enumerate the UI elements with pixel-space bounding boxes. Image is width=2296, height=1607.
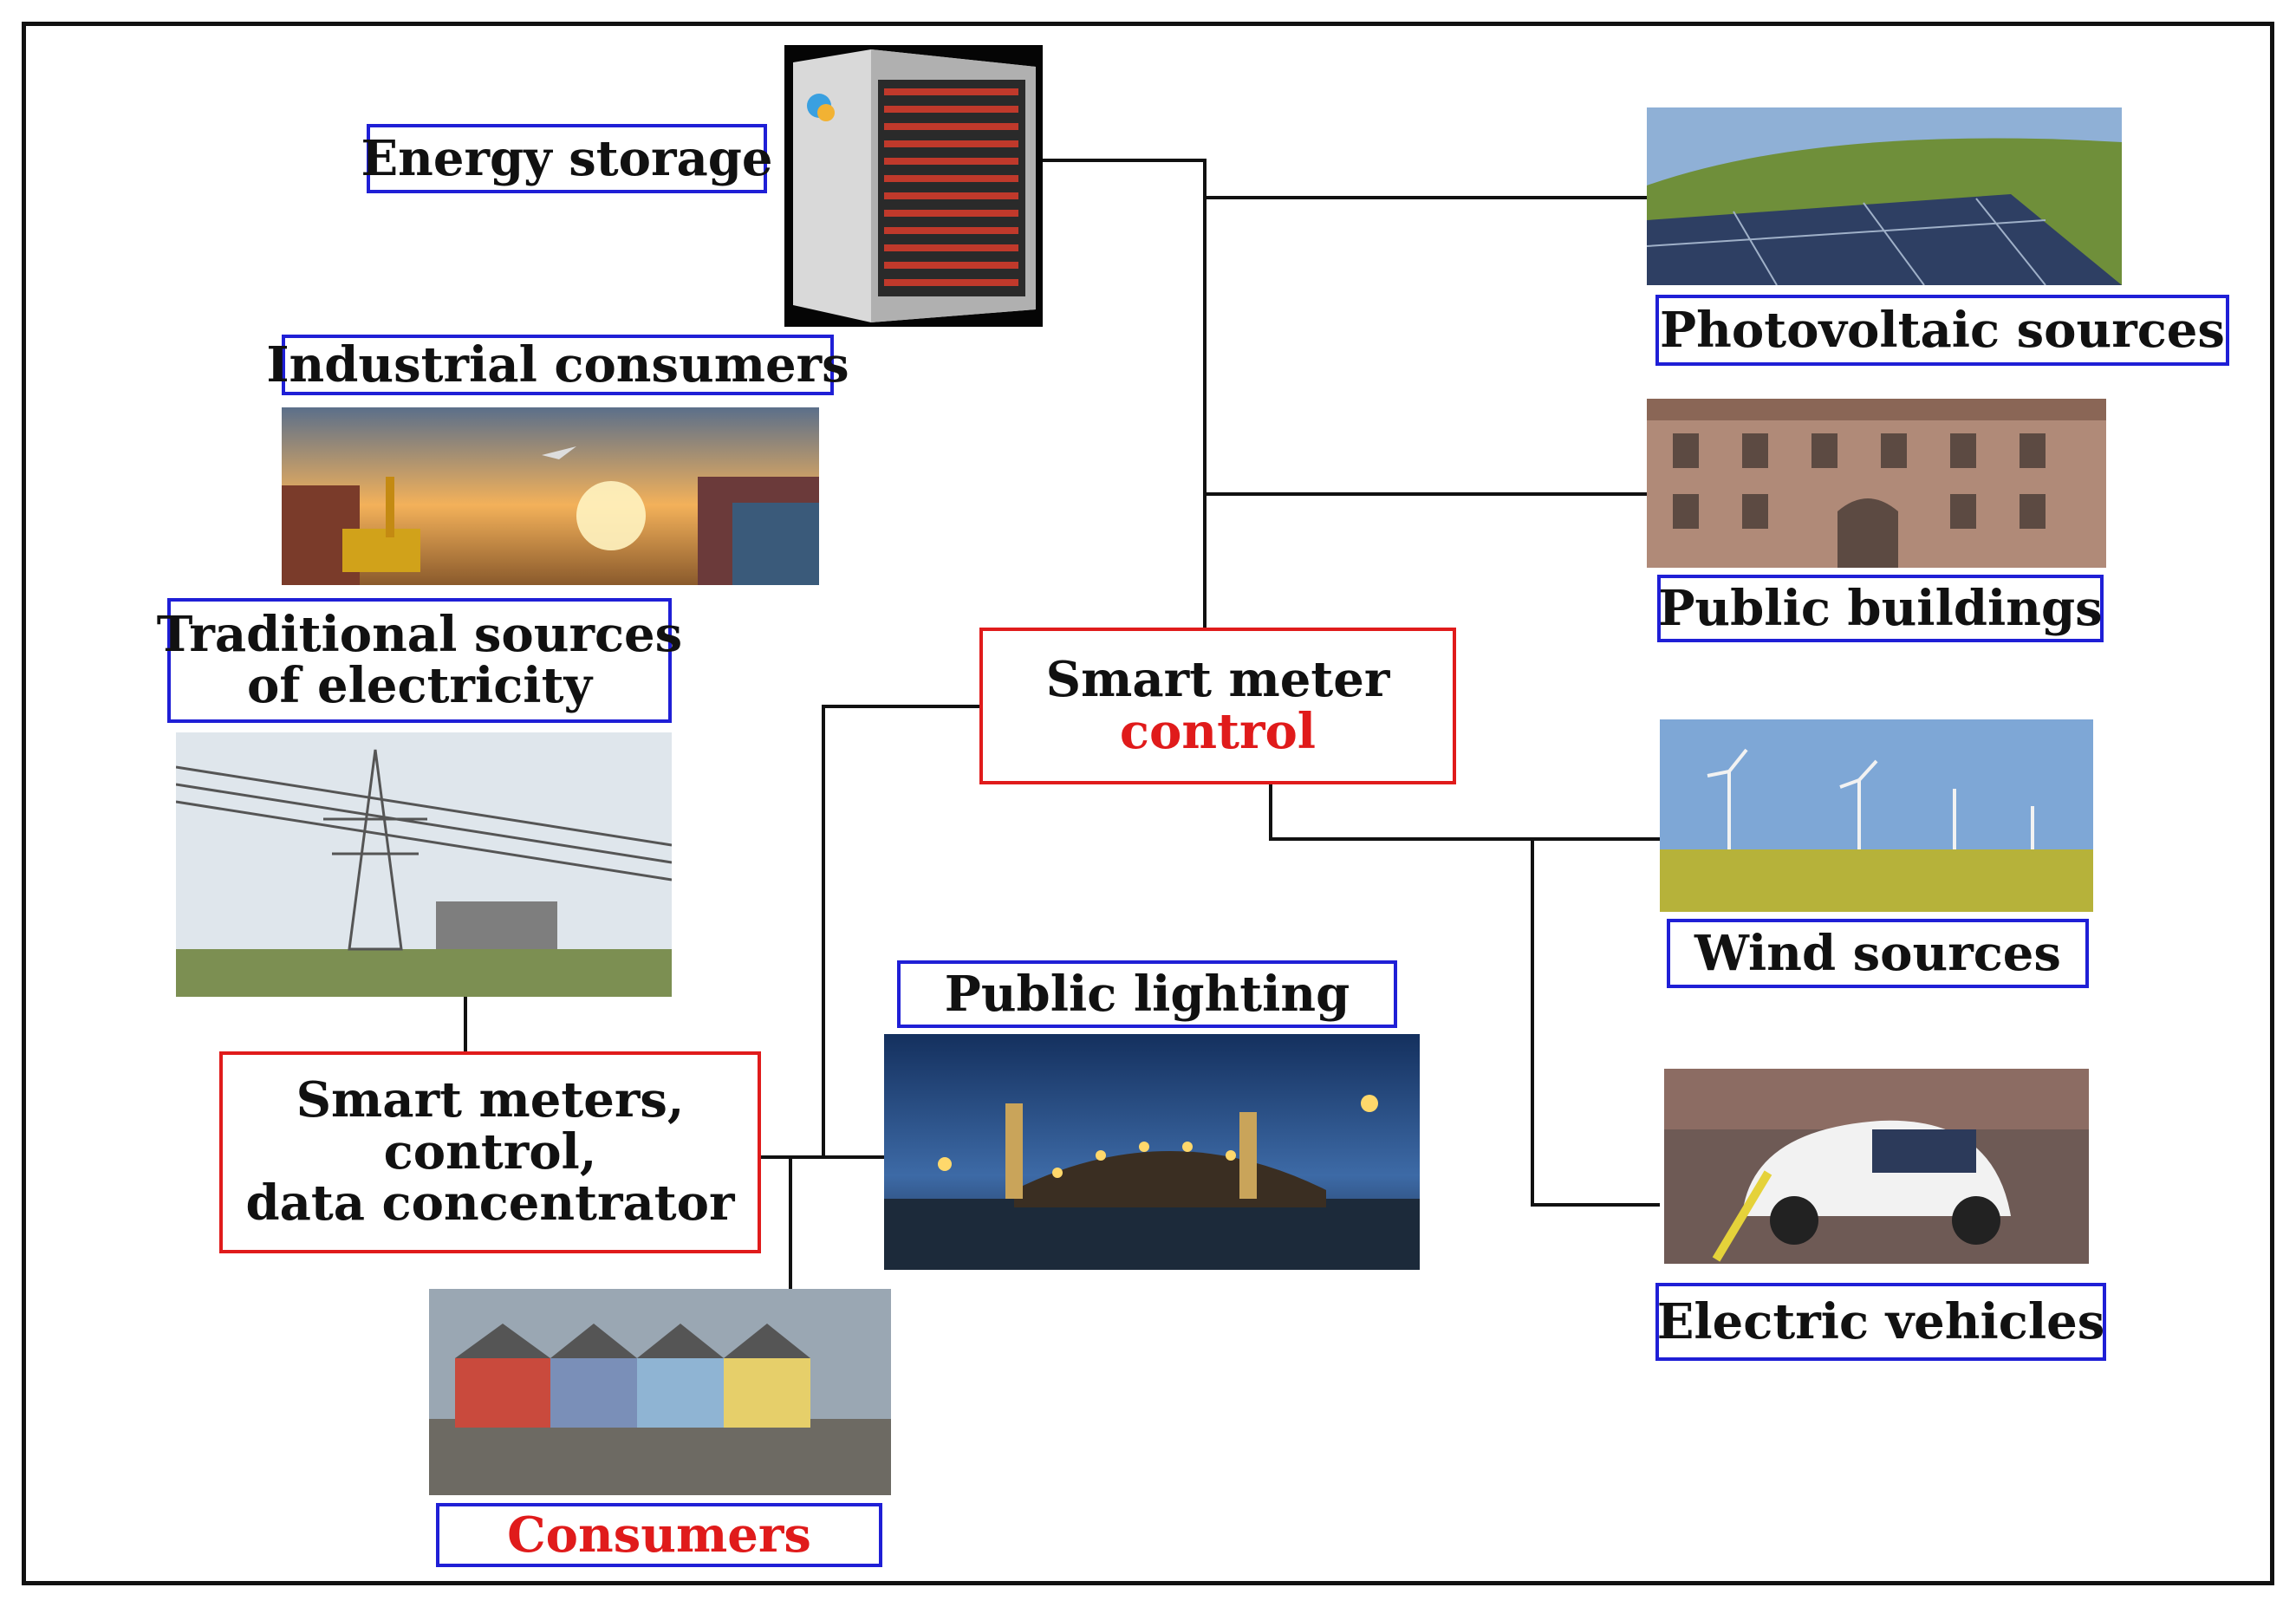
traditional-sources-line2: of electricity (247, 657, 592, 714)
industrial-consumers-image (282, 407, 819, 585)
smart-meter-control-node: Smart meter control (979, 628, 1456, 784)
public-lighting-label: Public lighting (897, 960, 1397, 1028)
smart-meter-line1: Smart meter (1045, 650, 1390, 708)
photovoltaic-image (1647, 107, 2122, 285)
traditional-sources-label: Traditional sources of electricity (157, 598, 682, 723)
consumers-image (429, 1289, 891, 1495)
traditional-sources-line1: Traditional sources (156, 606, 683, 664)
smart-meter-line2: control (1119, 702, 1317, 760)
concentrator-node: Smart meters, control, data concentrator (219, 1051, 761, 1253)
consumers-label: Consumers (436, 1503, 882, 1567)
public-lighting-image (884, 1034, 1420, 1270)
wind-sources-image (1660, 719, 2093, 912)
industrial-consumers-label: Industrial consumers (266, 335, 849, 395)
concentrator-line2: control, (383, 1122, 597, 1181)
energy-storage-label: Energy storage (361, 124, 773, 193)
wind-sources-label: Wind sources (1667, 919, 2089, 988)
wire-storage (1040, 159, 1207, 633)
wire-wind (1269, 784, 1660, 841)
public-buildings-image (1647, 399, 2106, 568)
traditional-sources-image (176, 732, 672, 997)
electric-vehicles-image (1664, 1069, 2089, 1264)
concentrator-line3: data concentrator (245, 1174, 735, 1233)
photovoltaic-label: Photovoltaic sources (1655, 295, 2229, 366)
public-buildings-label: Public buildings (1657, 575, 2104, 642)
energy-storage-image (784, 45, 1043, 327)
wire-control-to-lighting (822, 705, 979, 1157)
diagram-frame (22, 22, 2274, 1585)
concentrator-line1: Smart meters, (296, 1070, 685, 1129)
electric-vehicles-label: Electric vehicles (1655, 1283, 2106, 1361)
wire-electric-vehicles (1531, 839, 1660, 1207)
